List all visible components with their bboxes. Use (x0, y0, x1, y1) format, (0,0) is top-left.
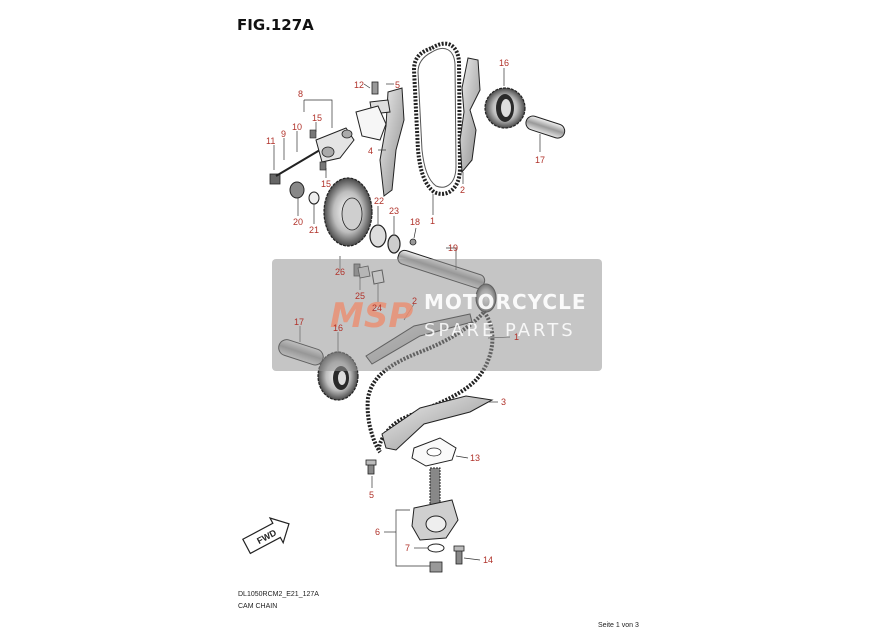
callout-17: 17 (535, 155, 546, 165)
callout-15: 15 (321, 179, 332, 189)
bearing-22 (369, 224, 387, 248)
callout-11: 11 (266, 136, 276, 146)
callout-10: 10 (292, 122, 303, 132)
upper-pin-17 (525, 115, 566, 139)
callout-12: 12 (354, 80, 365, 90)
watermark-panel (272, 259, 602, 371)
callout-1: 1 (514, 332, 520, 342)
callout-5: 5 (369, 490, 375, 500)
callout-16: 16 (499, 58, 510, 68)
callout-8: 8 (298, 89, 304, 99)
callout-22: 22 (374, 196, 385, 206)
callout-5: 5 (395, 80, 401, 90)
callout-24: 24 (372, 303, 383, 313)
callout-9: 9 (281, 129, 287, 139)
page-info: Seite 1 von 3 (598, 622, 639, 629)
figure-title: FIG.127A (237, 16, 314, 34)
callout-26: 26 (335, 267, 346, 277)
upper-tensioner-assembly (269, 127, 355, 185)
upper-sprocket-16 (484, 87, 526, 129)
callout-23: 23 (389, 206, 400, 216)
callout-1: 1 (430, 216, 436, 226)
upper-tensioner-arm (379, 87, 405, 197)
spacer-20 (289, 181, 305, 199)
figure-name: CAM CHAIN (238, 603, 278, 610)
callout-4: 4 (368, 146, 374, 156)
seal-7 (427, 543, 445, 553)
lower-tensioner-arm (381, 395, 494, 451)
callout-21: 21 (309, 225, 320, 235)
callout-7: 7 (405, 543, 411, 553)
callout-19: 19 (448, 243, 459, 253)
bolt-5-lower (365, 459, 377, 475)
callout-13: 13 (470, 453, 481, 463)
idler-gear-21 (323, 177, 373, 247)
watermark-line2: SPARE PARTS (424, 320, 576, 341)
callout-20: 20 (293, 217, 304, 227)
bolt-14 (453, 545, 465, 565)
figure-code: DL1050RCM2_E21_127A (238, 591, 319, 598)
upper-chain-guide (459, 57, 481, 174)
upper-cam-chain-inner (417, 48, 457, 188)
callout-6: 6 (375, 527, 381, 537)
watermark-line1: MOTORCYCLE (424, 290, 587, 314)
pin-18 (409, 238, 417, 246)
fwd-arrow-icon: FWD (242, 517, 290, 555)
washer-21 (308, 191, 320, 205)
callout-16: 16 (333, 323, 344, 333)
callout-2: 2 (460, 185, 466, 195)
callout-17: 17 (294, 317, 305, 327)
callout-18: 18 (410, 217, 421, 227)
callout-2: 2 (412, 296, 418, 306)
watermark-logo: MSP (330, 296, 414, 336)
plug-bolt (429, 561, 443, 573)
callout-25: 25 (355, 291, 366, 301)
callout-3: 3 (501, 397, 507, 407)
tensioner-adjuster-6 (411, 467, 459, 541)
gasket-plate (355, 105, 387, 141)
gasket-13-hole (426, 447, 442, 457)
callout-15: 15 (312, 113, 323, 123)
upper-cam-chain (411, 41, 463, 196)
bearing-23 (387, 234, 401, 254)
callout-14: 14 (483, 555, 494, 565)
bolt-12 (371, 81, 379, 95)
